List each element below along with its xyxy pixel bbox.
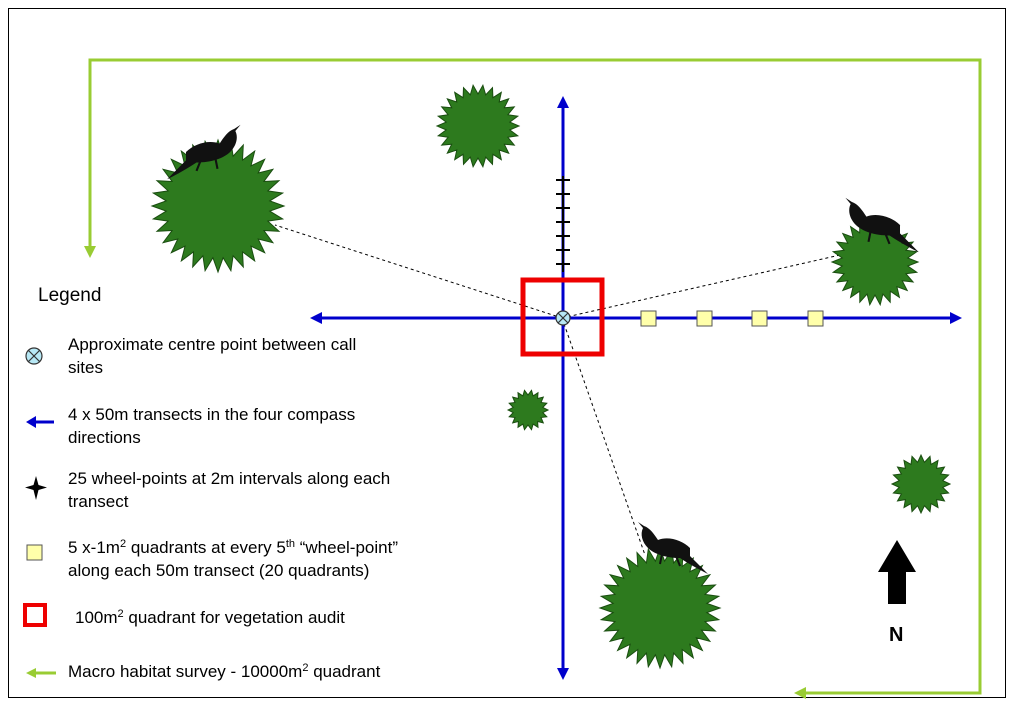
small-quadrant [696,310,713,327]
small-quadrants [640,310,824,327]
tree-icon [890,453,952,515]
crossed-circle-icon [25,347,43,365]
macro-habitat-path [84,58,982,699]
call-site-links [274,224,841,556]
transect-east-arrow [950,312,962,324]
centre-point-icon [555,310,571,326]
transect-south-arrow [557,668,569,680]
legend-item-wheel-points-line2: transect [68,492,129,511]
transect-north-arrow [557,96,569,108]
transect-west-arrow [310,312,322,324]
small-quadrant [751,310,768,327]
macro-arrow-head-bottom [794,687,806,699]
legend-icons [23,347,56,678]
legend-item-small-quadrants-line2: along each 50m transect (20 quadrants) [68,561,370,580]
tree-icon [435,84,521,168]
vegetation-audit-quadrant [520,277,605,357]
wheel-points [556,176,570,272]
diagram-frame [8,8,1006,698]
macro-arrow-head-top [84,246,96,258]
north-label: N [889,624,904,646]
yellow-square-icon [26,544,43,561]
green-arrow-icon [26,668,56,678]
legend-item-transects-line1: 4 x 50m transects in the four compass [68,405,356,424]
north-arrow-icon [878,540,916,604]
link-west-bird [274,224,563,319]
tree-icon [150,138,286,274]
red-square-icon [23,603,47,627]
legend-title: Legend [38,285,102,306]
legend-item-transects-line2: directions [68,428,141,447]
macro-habitat-line [88,58,982,695]
legend-item-vegetation-quadrant: 100m2 quadrant for vegetation audit [75,608,345,627]
small-quadrant [807,310,824,327]
tree-icon [506,389,550,431]
black-star-icon [25,476,47,500]
legend-item-centre-point-line2: sites [68,358,103,377]
legend-item-centre-point-line1: Approximate centre point between call [68,335,357,354]
legend-item-macro-habitat: Macro habitat survey - 10000m2 quadrant [68,662,381,681]
trees [150,84,952,670]
legend-item-wheel-points-line1: 25 wheel-points at 2m intervals along ea… [68,469,391,488]
small-quadrant [640,310,657,327]
tree-icon [598,546,722,670]
legend-item-small-quadrants-line1: 5 x-1m2 quadrants at every 5th “wheel-po… [68,538,398,557]
blue-arrow-icon [26,416,54,428]
